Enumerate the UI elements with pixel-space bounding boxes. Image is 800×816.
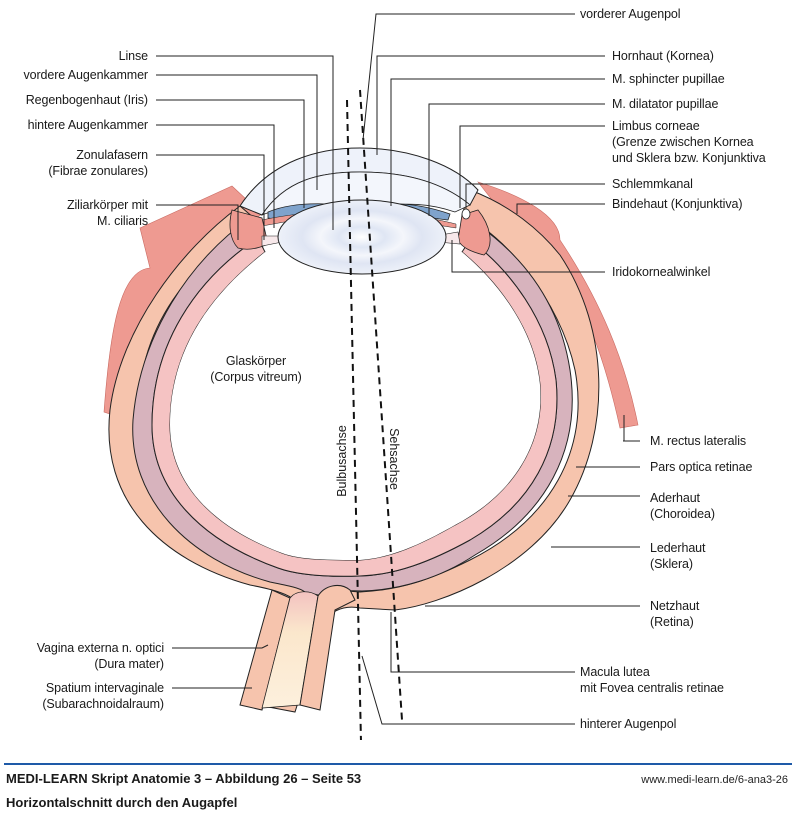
footer-divider (4, 763, 792, 765)
label-netzhaut: Netzhaut(Retina) (650, 599, 700, 629)
label-lederhaut: Lederhaut(Sklera) (650, 541, 706, 571)
eyeball-cross-section (103, 13, 640, 740)
label-vordere-augenkammer: vordere Augenkammer (23, 68, 148, 82)
label-hintere-augenkammer: hintere Augenkammer (27, 118, 148, 132)
label-schlemmkanal: Schlemmkanal (612, 177, 693, 191)
label-m-dilatator: M. dilatator pupillae (612, 97, 719, 111)
footer-url-link[interactable]: www.medi-learn.de/6-ana3-26 (641, 774, 788, 786)
ciliary-body-right (457, 209, 491, 256)
footer-title: MEDI-LEARN Skript Anatomie 3 – Abbildung… (6, 771, 362, 786)
label-hornhaut: Hornhaut (Kornea) (612, 49, 714, 63)
label-sehachse: Sehsachse (386, 428, 401, 490)
optic-nerve (239, 589, 291, 711)
label-bindehaut: Bindehaut (Konjunktiva) (612, 197, 743, 211)
label-spatium-intervaginale: Spatium intervaginale(Subarachnoidalraum… (42, 681, 164, 711)
leader-lines (156, 13, 640, 725)
label-linse: Linse (118, 49, 148, 63)
label-vorderer-augenpol: vorderer Augenpol (580, 7, 681, 21)
optic-nerve-sheath-right (299, 584, 356, 711)
visual-axis (359, 89, 403, 721)
label-aderhaut: Aderhaut(Choroidea) (650, 491, 715, 521)
eye-diagram: Linse vordere Augenkammer Regenbogenhaut… (23, 7, 766, 740)
label-vagina-externa: Vagina externa n. optici(Dura mater) (36, 641, 164, 671)
label-hinterer-augenpol: hinterer Augenpol (580, 717, 677, 731)
label-iridokornealwinkel: Iridokornealwinkel (612, 265, 711, 279)
label-zonulafasern: Zonulafasern(Fibrae zonulares) (48, 148, 148, 178)
figure-caption: Horizontalschnitt durch den Augapfel (6, 795, 238, 810)
label-m-sphincter: M. sphincter pupillae (612, 72, 725, 86)
label-iris: Regenbogenhaut (Iris) (25, 93, 148, 107)
label-m-rectus: M. rectus lateralis (650, 434, 747, 448)
label-bulbusachse: Bulbusachse (334, 425, 349, 497)
label-glaskoerper: Glaskörper(Corpus vitreum) (210, 354, 302, 384)
schlemm-canal (461, 208, 471, 220)
label-pars-optica: Pars optica retinae (650, 460, 753, 474)
vitreous-body (170, 252, 541, 560)
lens (277, 199, 447, 275)
